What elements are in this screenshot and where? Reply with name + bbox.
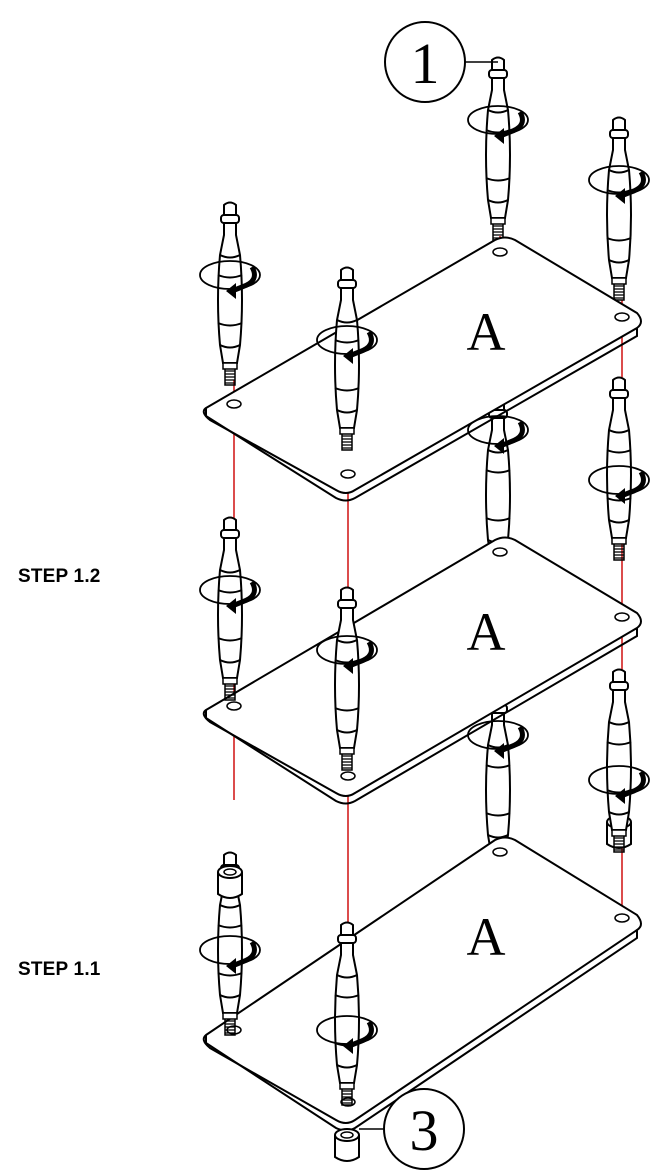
panel-top: A [200,56,649,502]
step-label-1-1: STEP 1.1 [18,959,101,980]
panel-label-middle: A [467,602,506,662]
post-back-right-middle [606,376,632,561]
post-back-right-bottom [606,668,632,853]
panel-middle: A [200,376,649,805]
panel-label-bottom: A [467,907,506,967]
callout-foot-number: 3 [410,1098,439,1163]
callout-post-number: 1 [411,31,440,96]
panel-bottom: A [200,668,649,1162]
callout-foot: 3 [359,1088,465,1170]
foot-front-left [217,865,243,899]
panel-label-top: A [467,302,506,362]
post-back-right-top [606,116,632,301]
post-back-left-top [485,56,511,241]
callout-post: 1 [384,21,498,103]
post-front-right-middle [334,586,360,771]
step-label-1-2: STEP 1.2 [18,566,101,587]
foot-front-bottom [334,1128,360,1162]
